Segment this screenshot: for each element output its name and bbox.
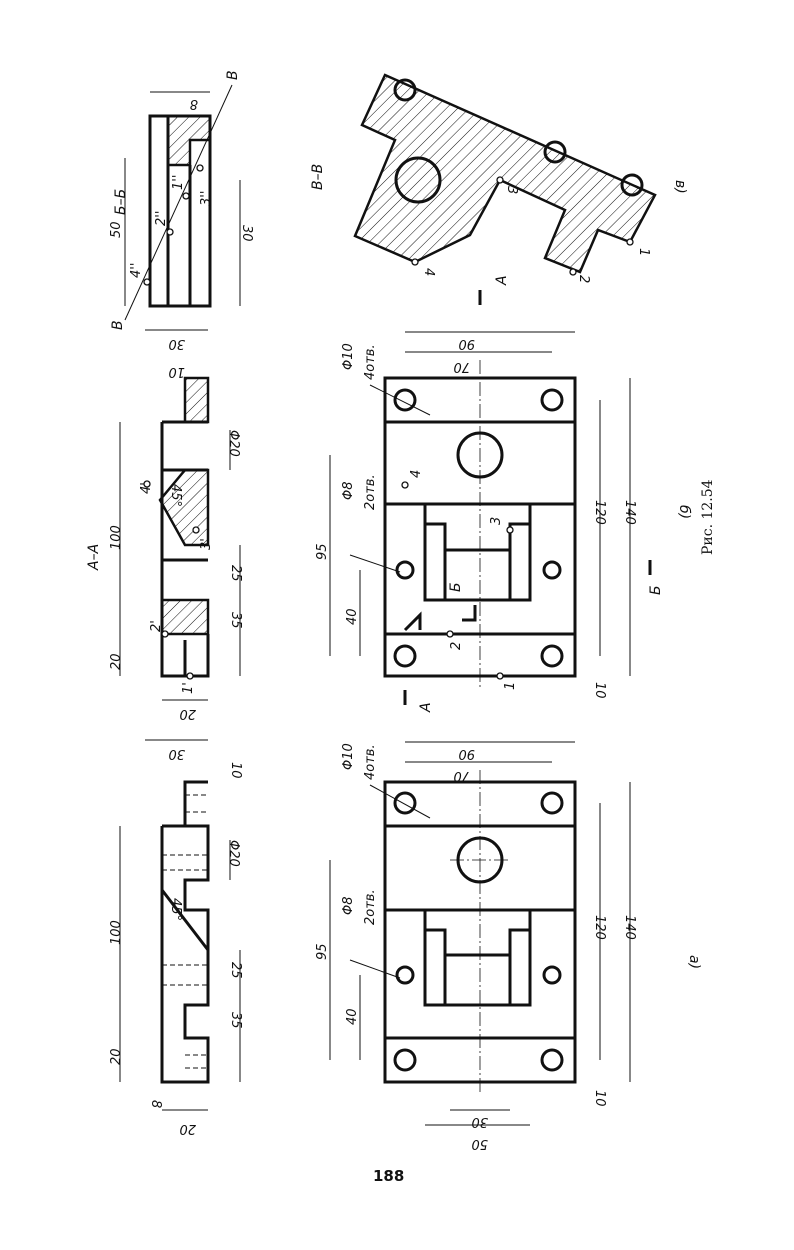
dim-10-b: 10 — [592, 682, 607, 699]
cut-marker-v2: В — [225, 70, 241, 80]
plan-view-b — [329, 290, 652, 705]
point-v1: 1 — [636, 248, 651, 256]
section-aa — [119, 329, 241, 701]
dim-8-bb: 8 — [190, 96, 198, 111]
dim-8-a: 8 — [148, 1100, 163, 1108]
dim-90-a: 90 — [458, 746, 475, 761]
point-4pp: 4'' — [129, 263, 144, 278]
dim-20-aa: 20 — [109, 653, 124, 670]
dim-20-a: 20 — [109, 1048, 124, 1065]
point-2pp: 2'' — [154, 211, 169, 226]
view-v-label: в) — [672, 180, 688, 194]
section-aa-title: А–А — [86, 544, 102, 571]
point-3p: 3' — [199, 538, 214, 550]
view-a-label: а) — [686, 955, 702, 969]
section-bb — [124, 84, 241, 321]
dim-holes4-a: 4отв. — [363, 744, 378, 780]
point-v4: 4 — [421, 268, 436, 276]
dim-40-b: 40 — [345, 608, 360, 625]
dim-140-b: 140 — [622, 500, 637, 525]
point-3pp: 3'' — [199, 191, 214, 206]
dim-100-a: 100 — [109, 920, 124, 945]
dim-10-a-plan: 10 — [592, 1090, 607, 1107]
dim-phi20-a: Φ20 — [226, 840, 241, 867]
section-vv — [353, 73, 657, 276]
point-4: 4 — [409, 470, 424, 478]
dim-phi8-b: Φ8 — [341, 481, 356, 500]
point-v2: 2 — [576, 275, 591, 283]
dim-phi10-b: Φ10 — [341, 343, 356, 370]
dim-25-aa: 25 — [228, 565, 243, 582]
point-1pp: 1'' — [171, 175, 186, 190]
dim-phi8-a: Φ8 — [341, 896, 356, 915]
point-1p: 1' — [181, 682, 196, 694]
figure-caption: Рис. 12.54 — [700, 479, 716, 555]
dim-95-a: 95 — [315, 943, 330, 960]
cut-marker-b2: Б — [648, 585, 664, 595]
point-v3: 3 — [504, 186, 519, 194]
dim-10-aa: 10 — [168, 364, 185, 379]
cut-marker-v1: В — [110, 320, 126, 330]
dim-40-a: 40 — [345, 1008, 360, 1025]
cut-marker-a2: А — [494, 275, 510, 286]
view-b-label: б) — [676, 505, 692, 519]
section-bb-title: Б–Б — [113, 189, 129, 215]
cut-marker-a1: А — [418, 702, 434, 713]
dim-holes4-b: 4отв. — [363, 344, 378, 380]
dim-holes2-a: 2отв. — [363, 889, 378, 925]
dim-25-a: 25 — [228, 962, 243, 979]
dim-70-a: 70 — [453, 768, 470, 783]
dim-140-a: 140 — [622, 915, 637, 940]
dim-20-a-b: 20 — [179, 1121, 196, 1136]
dim-45-a: 45° — [168, 898, 183, 921]
dim-50-bb: 50 — [109, 221, 124, 238]
dim-35-a: 35 — [228, 1012, 243, 1029]
dim-120-b: 120 — [592, 500, 607, 525]
dim-30-bb: 30 — [239, 225, 254, 242]
dim-30-a-plan: 30 — [471, 1114, 488, 1129]
dim-45-aa: 45° — [168, 484, 183, 507]
point-2p: 2' — [149, 620, 164, 632]
dim-100-aa: 100 — [109, 525, 124, 550]
elevation-view-a — [119, 739, 241, 1111]
dim-70-b: 70 — [453, 359, 470, 374]
dim-phi20-aa: Φ20 — [226, 430, 241, 457]
plan-view-a — [329, 741, 631, 1126]
point-2: 2 — [449, 642, 464, 650]
dim-10-a: 10 — [228, 762, 243, 779]
page-number: 188 — [373, 1167, 404, 1185]
section-vv-title: В–В — [310, 164, 326, 190]
point-1: 1 — [503, 682, 518, 690]
dim-90-b: 90 — [458, 336, 475, 351]
dim-35-aa: 35 — [228, 612, 243, 629]
cut-marker-b1: Б — [448, 582, 464, 592]
dim-30-aa: 30 — [168, 336, 185, 351]
dim-phi10-a: Φ10 — [341, 743, 356, 770]
dim-120-a: 120 — [592, 915, 607, 940]
dim-30-a: 30 — [168, 746, 185, 761]
point-3: 3 — [489, 517, 504, 525]
point-4p: 4' — [139, 482, 154, 494]
dim-holes2-b: 2отв. — [363, 474, 378, 510]
dim-50-a-plan: 50 — [471, 1136, 488, 1151]
dim-20-aa-b: 20 — [179, 706, 196, 721]
dim-95-b: 95 — [315, 543, 330, 560]
